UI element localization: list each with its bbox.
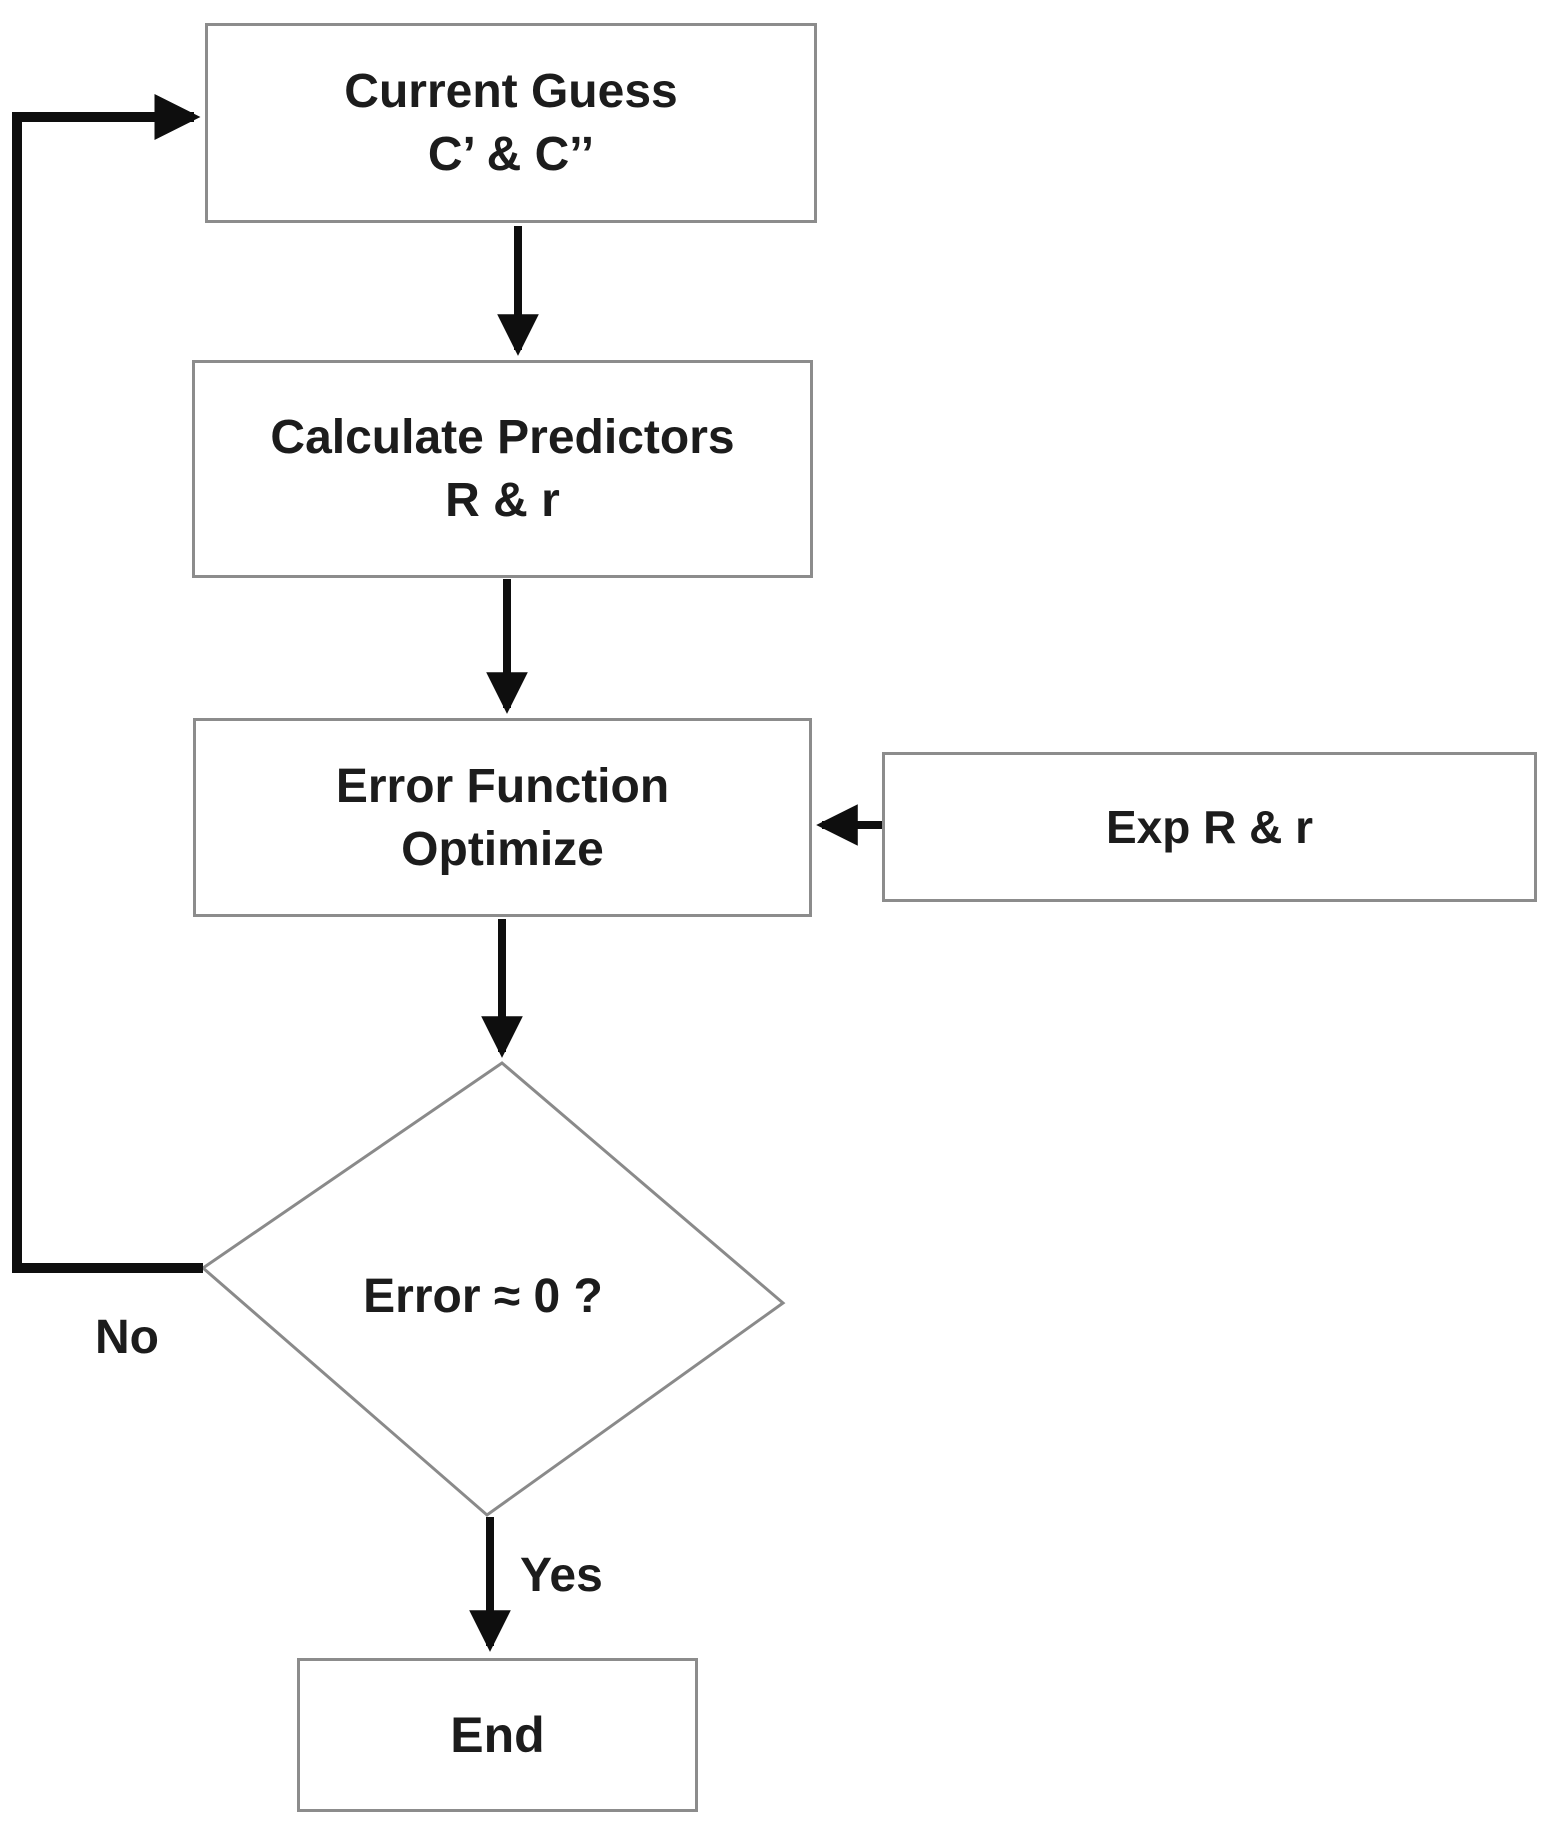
node-current-guess: Current Guess C’ & C’’ [205, 23, 817, 223]
node-exp-data-label: Exp R & r [1105, 800, 1314, 853]
node-calculate-predictors-line1: Calculate Predictors [270, 411, 735, 464]
node-end-label: End [450, 1706, 545, 1763]
edge-label-no: No [95, 1311, 159, 1364]
decision-diamond-shape [200, 1061, 786, 1517]
edge-label-yes: Yes [520, 1549, 603, 1602]
node-error-function: Error Function Optimize [193, 718, 812, 917]
edge-no-feedback-line [12, 94, 203, 1273]
node-calculate-predictors: Calculate Predictors R & r [192, 360, 813, 578]
node-exp-data: Exp R & r [882, 752, 1537, 902]
node-error-function-line2: Optimize [401, 822, 604, 876]
decision-diamond-label: Error ≈ 0 ? [363, 1269, 603, 1323]
node-current-guess-line2: C’ & C’’ [427, 128, 595, 181]
node-end: End [297, 1658, 698, 1812]
node-current-guess-line1: Current Guess [344, 65, 678, 118]
node-calculate-predictors-line2: R & r [445, 474, 560, 527]
node-error-function-line1: Error Function [335, 759, 670, 813]
